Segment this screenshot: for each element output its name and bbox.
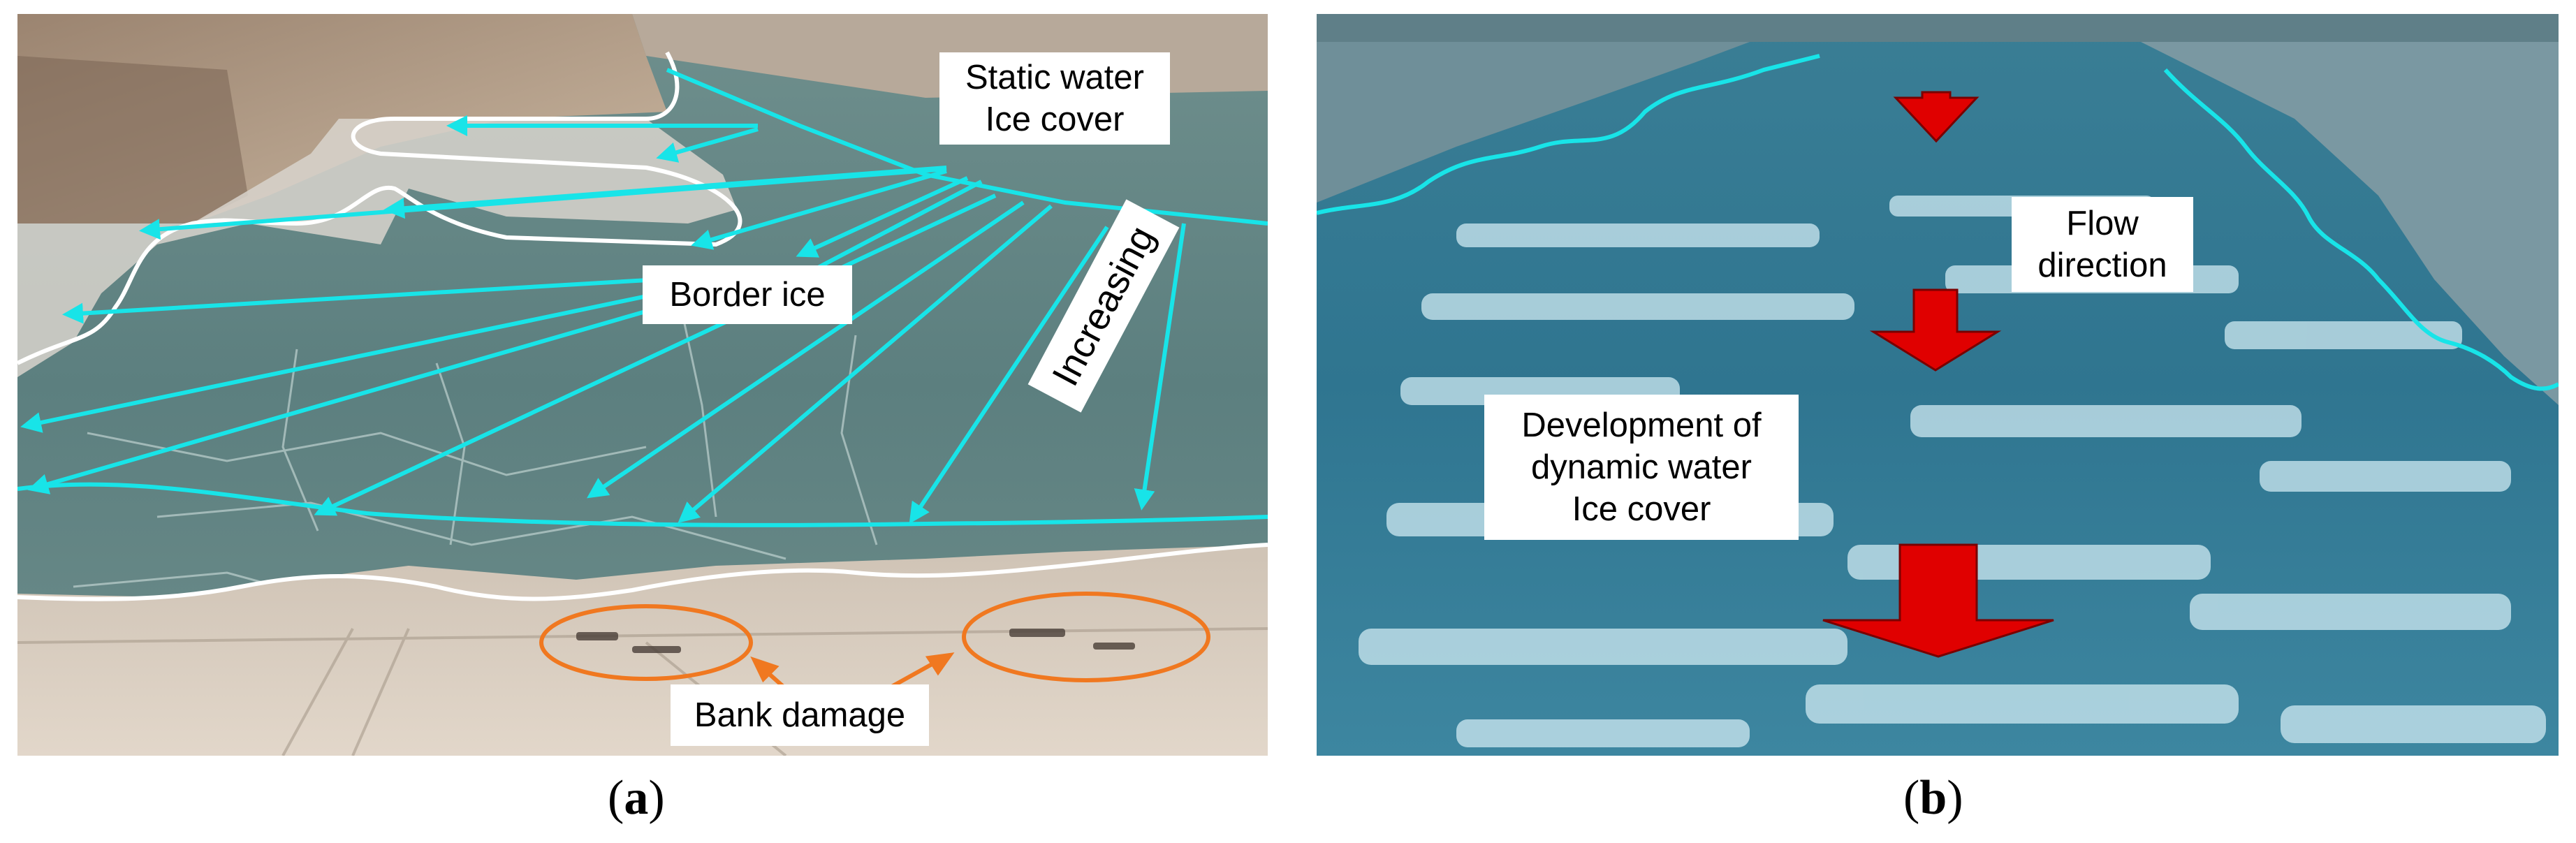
arrow-13	[678, 204, 1053, 523]
static-ice-line1: Static water	[965, 59, 1144, 96]
arrow-6	[796, 176, 969, 258]
static-ice-line2: Ice cover	[985, 101, 1125, 138]
growth-arrows	[20, 115, 1186, 524]
dynamic-ice-line3: Ice cover	[1572, 490, 1711, 528]
flow-arrow-medium	[1869, 288, 2002, 372]
static-ice-label: Static water Ice cover	[939, 52, 1170, 145]
bank-damage-debris	[576, 629, 1135, 653]
flow-arrow-small	[1893, 91, 1979, 143]
right-channel-slope	[2141, 42, 2559, 405]
ice-edge-lower-white	[17, 543, 1268, 601]
arrow-2	[656, 127, 759, 163]
right-ice-edge-cyan	[2163, 68, 2559, 391]
flow-direction-label: Flow direction	[2012, 197, 2193, 292]
arrow-14	[909, 226, 1109, 524]
cliff-shadow	[17, 56, 248, 223]
snow-peninsula	[17, 119, 737, 377]
arrow-5	[691, 169, 947, 250]
flow-arrow-large	[1822, 543, 2054, 658]
caption-a: (a)	[608, 771, 665, 825]
far-wall	[1317, 14, 2559, 42]
damage-ellipse-left	[539, 604, 753, 681]
ice-edge-upper-white	[17, 51, 742, 365]
flow-direction-line2: direction	[2037, 247, 2167, 284]
channel-ice-photo-b	[1317, 14, 2559, 756]
dynamic-ice-label: Development of dynamic water Ice cover	[1484, 395, 1799, 540]
dynamic-ice-line1: Development of	[1521, 406, 1762, 444]
ice-cracks	[73, 307, 926, 623]
bank-damage-label: Bank damage	[671, 684, 929, 746]
arrow-10	[27, 305, 661, 494]
dynamic-ice-line2: dynamic water	[1531, 448, 1752, 486]
left-channel-slope	[1317, 42, 1750, 203]
arrow-4	[139, 167, 947, 240]
border-ice-label: Border ice	[643, 265, 852, 324]
left-ice-edge-cyan	[1317, 54, 1820, 215]
arrow-12	[587, 200, 1025, 499]
arrow-15	[1134, 223, 1186, 511]
bank-damage-markers	[539, 592, 1210, 697]
caption-a-letter: a	[624, 771, 649, 825]
arrow-9	[20, 291, 661, 433]
caption-b: (b)	[1903, 771, 1963, 825]
photo-panel-b: Flow direction Development of dynamic wa…	[1317, 14, 2559, 756]
caption-b-letter: b	[1919, 771, 1947, 825]
border-ice-front-cyan	[17, 482, 1268, 527]
flow-direction-line1: Flow	[2066, 205, 2139, 242]
arrow-8	[62, 277, 661, 324]
arrow-11	[314, 193, 997, 516]
photo-panel-a: Static water Ice cover Border ice Increa…	[17, 14, 1268, 756]
flow-arrows	[1822, 91, 2054, 658]
damage-ellipse-right	[962, 592, 1210, 682]
